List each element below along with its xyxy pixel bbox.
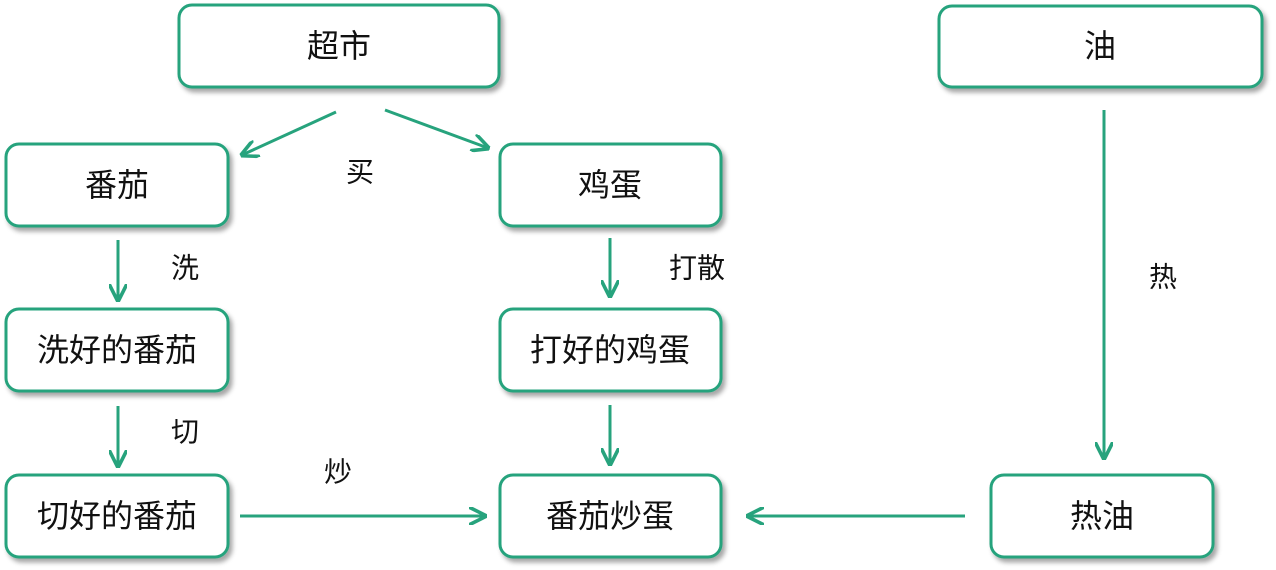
node-supermarket: 超市 <box>177 3 501 89</box>
node-hot-oil-label: 热油 <box>1070 497 1134 535</box>
node-tomato-label: 番茄 <box>85 166 149 204</box>
edge-label-cut: 切 <box>171 416 199 449</box>
edge-supermarket-to-tomato <box>242 110 337 155</box>
node-beaten-egg: 打好的鸡蛋 <box>498 307 723 393</box>
edge-label-buy: 买 <box>346 156 374 189</box>
edge-supermarket-to-egg <box>384 108 488 148</box>
node-washed-tomato-label: 洗好的番茄 <box>37 331 197 369</box>
node-tomato-egg-label: 番茄炒蛋 <box>546 497 674 535</box>
node-beaten-egg-label: 打好的鸡蛋 <box>530 331 690 369</box>
node-cut-tomato-label: 切好的番茄 <box>37 497 197 535</box>
edge-label-stir-fry: 炒 <box>324 456 352 489</box>
node-hot-oil: 热油 <box>989 473 1215 559</box>
node-oil-label: 油 <box>1084 27 1116 65</box>
node-tomato-egg: 番茄炒蛋 <box>498 473 723 559</box>
edge-label-heat: 热 <box>1149 261 1177 294</box>
node-tomato: 番茄 <box>4 142 230 228</box>
node-egg-label: 鸡蛋 <box>578 166 642 204</box>
edge-label-beat: 打散 <box>669 252 725 285</box>
node-washed-tomato: 洗好的番茄 <box>4 307 230 393</box>
node-supermarket-label: 超市 <box>307 27 371 65</box>
node-oil: 油 <box>937 4 1264 89</box>
node-egg: 鸡蛋 <box>498 142 723 228</box>
node-cut-tomato: 切好的番茄 <box>4 473 230 559</box>
edge-label-wash: 洗 <box>171 252 199 285</box>
